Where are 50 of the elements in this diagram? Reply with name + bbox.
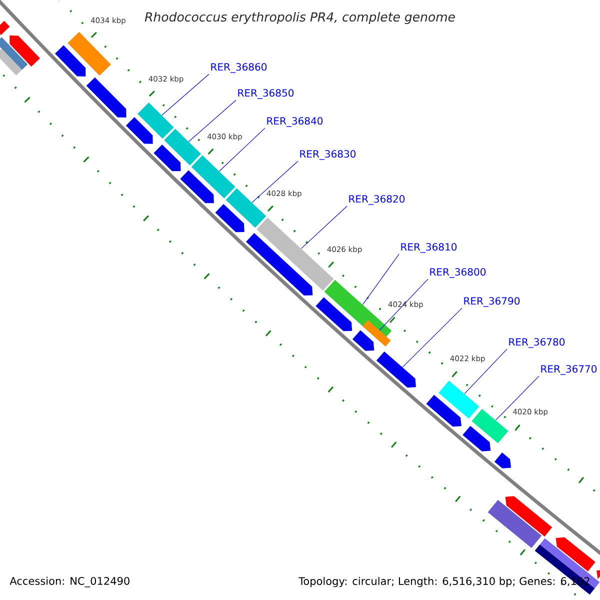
gene-bar	[68, 32, 111, 76]
leader-line	[300, 206, 348, 249]
gene-label: RER_36820	[349, 195, 405, 205]
gene-block	[246, 233, 313, 296]
gene-block	[462, 426, 491, 452]
gene-label: RER_36800	[430, 268, 486, 278]
gene-bar	[362, 320, 391, 346]
gene-block	[376, 351, 416, 388]
gene-label: RER_36860	[211, 63, 267, 73]
gene-bar	[0, 20, 10, 35]
gene-block	[316, 297, 352, 332]
leader-line	[495, 376, 540, 420]
gene-bar	[191, 155, 236, 198]
gene-label: RER_36770	[541, 365, 597, 375]
gene-block	[505, 496, 552, 537]
gene-label: RER_36840	[267, 117, 323, 127]
gene-bar	[164, 128, 201, 166]
gene-block	[180, 170, 214, 204]
gene-bar	[226, 188, 266, 228]
leader-line	[379, 278, 428, 331]
gene-label: RER_36780	[509, 338, 565, 348]
gene-label: RER_36790	[464, 297, 520, 307]
leader-line	[402, 308, 462, 368]
gene-bar	[138, 102, 174, 139]
leader-line	[162, 74, 210, 116]
gene-block	[215, 204, 244, 232]
gene-block	[10, 35, 40, 67]
gene-block	[54, 45, 86, 76]
gene-bar	[472, 408, 508, 444]
gene-label: RER_36850	[238, 89, 294, 99]
gene-block	[556, 537, 596, 572]
gene-block	[596, 570, 600, 580]
gene-bar	[0, 37, 28, 70]
gene-block	[126, 117, 153, 144]
gene-block	[352, 330, 374, 351]
leader-line	[218, 128, 266, 172]
gene-bar	[488, 500, 542, 548]
gene-bar	[0, 48, 22, 76]
gene-block	[426, 394, 462, 427]
leader-line	[362, 254, 400, 305]
leader-line	[464, 348, 508, 394]
gene-bar	[438, 380, 480, 419]
gene-label: RER_36830	[300, 150, 356, 160]
gene-block	[494, 452, 512, 468]
leader-line	[252, 160, 298, 203]
gene-block	[154, 144, 181, 172]
title: Rhodococcus erythropolis PR4, complete genome	[144, 12, 455, 24]
gene-label: RER_36810	[401, 243, 457, 253]
footer-text: Accession: NC_012490	[10, 576, 130, 588]
gene-block	[86, 77, 126, 118]
